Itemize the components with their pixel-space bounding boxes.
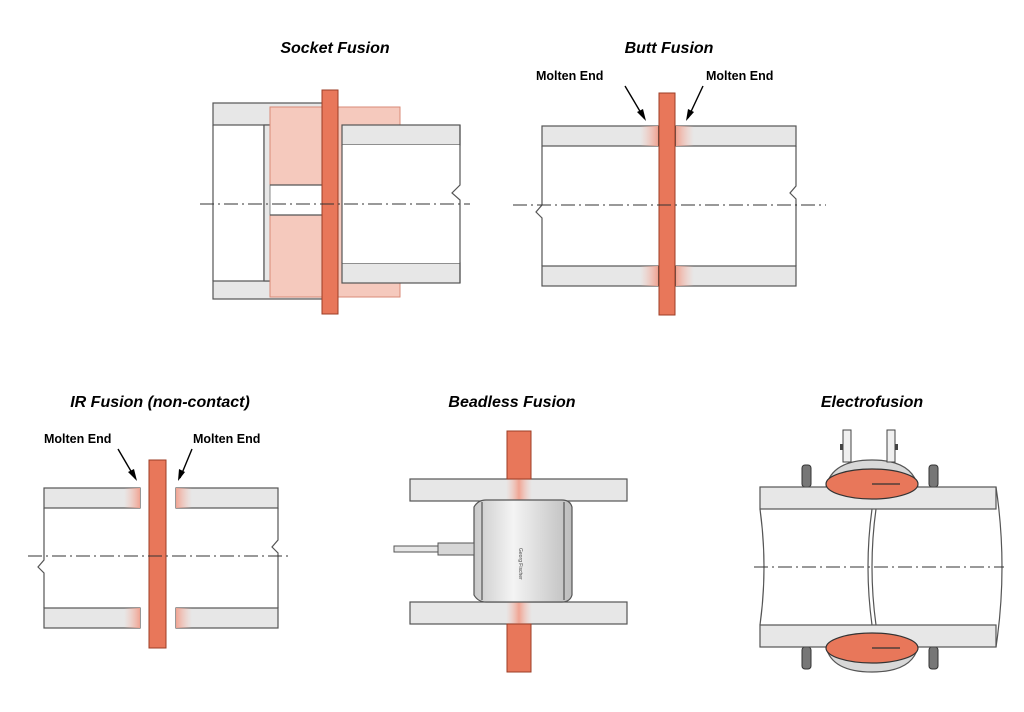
electrofusion-title: Electrofusion xyxy=(820,394,924,411)
ir-fusion-diagram: Molten End Molten End xyxy=(28,432,292,649)
socket-pipe-top-wall xyxy=(341,124,461,146)
electrofusion-diagram xyxy=(754,429,1004,673)
ir-molten-end-label-left: Molten End xyxy=(44,432,111,446)
socket-fusion-title: Socket Fusion xyxy=(280,40,390,57)
beadless-bladder xyxy=(473,499,573,603)
beadless-fusion-diagram: Georg Fischer xyxy=(393,430,628,673)
socket-fusion-diagram xyxy=(200,89,470,315)
svg-text:Georg Fischer: Georg Fischer xyxy=(517,548,523,580)
socket-pipe-bottom-wall xyxy=(341,262,461,284)
beadless-heater-bottom xyxy=(506,623,532,673)
butt-molten-end-label-left: Molten End xyxy=(536,69,603,83)
beadless-fusion-title: Beadless Fusion xyxy=(448,394,576,411)
butt-heater-plate xyxy=(658,92,676,316)
butt-fusion-title: Butt Fusion xyxy=(624,40,714,57)
ir-fusion-title: IR Fusion (non-contact) xyxy=(70,394,250,411)
beadless-heater-top xyxy=(506,430,532,480)
butt-fusion-diagram: Molten End Molten End xyxy=(513,69,826,316)
socket-heater-plate xyxy=(321,89,339,315)
ir-molten-end-label-right: Molten End xyxy=(193,432,260,446)
butt-molten-end-label-right: Molten End xyxy=(706,69,773,83)
ir-heater-plate xyxy=(148,459,167,649)
